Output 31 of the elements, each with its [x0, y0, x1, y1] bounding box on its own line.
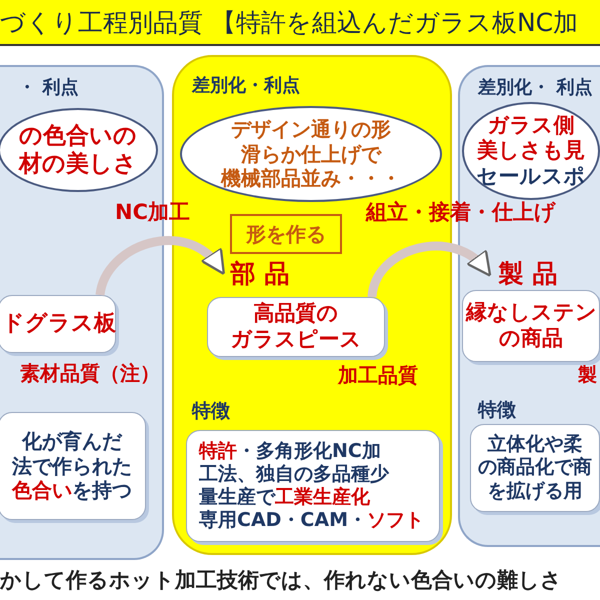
- title: づくり工程別品質 【特許を組込んだガラス板NC加: [0, 7, 578, 39]
- outlined-box: [230, 214, 342, 254]
- curved-arrow: [368, 242, 492, 298]
- box-text: 高品質のガラスピース: [230, 301, 362, 353]
- callout-text: の色合いの材の美しさ: [17, 122, 138, 178]
- callout-text: デザイン通りの形滑らか仕上げで機械部品並み・・・: [220, 117, 402, 191]
- callout-text: ガラス側美しさも見: [476, 112, 586, 164]
- rounded-box: [207, 297, 385, 357]
- quality-label: 製: [578, 363, 597, 388]
- section-heading: 特徴: [478, 399, 516, 422]
- box-text: 縁なしステンの商品: [466, 300, 596, 352]
- rounded-box: [186, 430, 440, 542]
- heading-text: 部 品: [230, 258, 290, 290]
- curved-arrow: [96, 236, 226, 296]
- quality-label: 加工品質: [338, 362, 418, 389]
- box-text: 特許・多角形化NC加工法、独自の多品種少量生産で工業生産化専用CAD・CAM・ソフト: [199, 440, 425, 532]
- rounded-box: [0, 412, 146, 520]
- heading-text: 製 品: [498, 258, 558, 290]
- rounded-box: [462, 290, 600, 362]
- callout-text: セールスポ: [476, 164, 586, 190]
- panel-heading: 差別化・利点: [192, 75, 300, 97]
- panel-heading: 差別化・ 利点: [478, 77, 592, 99]
- rounded-box: [0, 295, 116, 353]
- panel-heading: ・ 利点: [18, 77, 78, 99]
- quality-label: 素材品質（注）: [20, 360, 160, 387]
- caption: かして作るホット加工技術では、作れない色合いの難しさ: [0, 567, 562, 594]
- box-text: 化が育んだ法で作られた色合いを持つ: [10, 429, 133, 503]
- section-heading: 特徴: [192, 400, 230, 424]
- rounded-box: [470, 424, 600, 512]
- box-text: 立体化や柔の商品化で商を拡げる用: [477, 433, 593, 503]
- box-text: 形を作る: [245, 222, 327, 246]
